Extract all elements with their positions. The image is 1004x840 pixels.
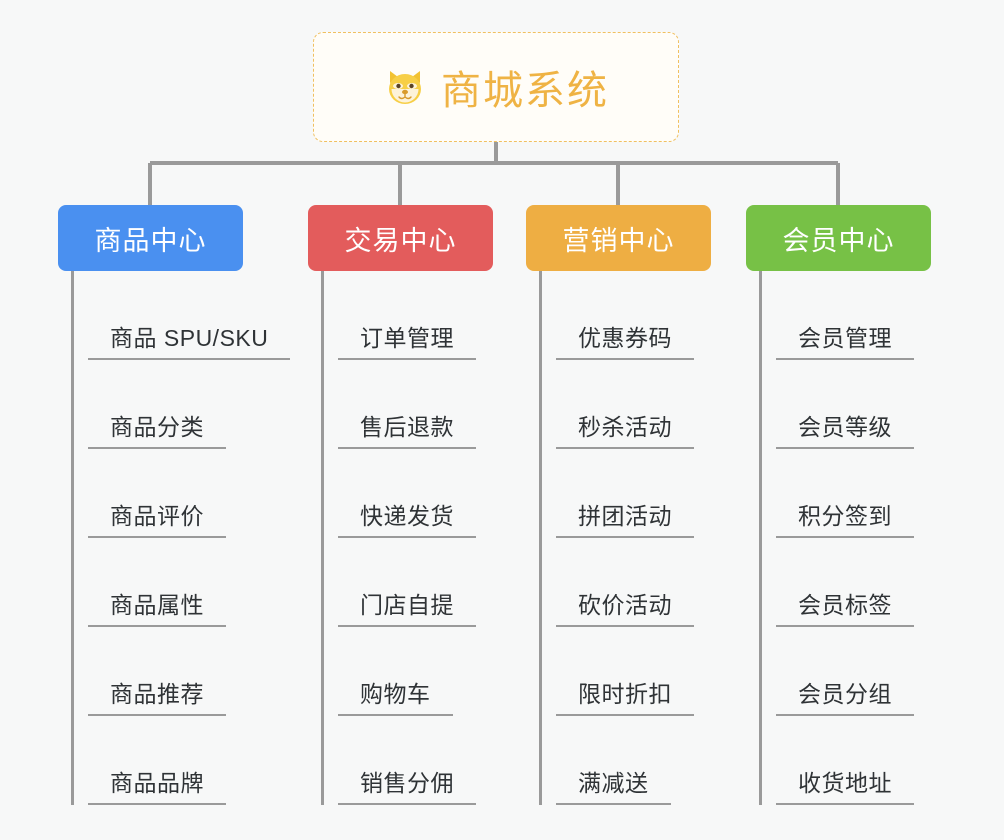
leaf-label: 会员标签 xyxy=(776,586,914,627)
leaf-label: 门店自提 xyxy=(338,586,476,627)
leaf-item[interactable]: 积分签到 xyxy=(776,449,966,538)
leaf-item[interactable]: 会员分组 xyxy=(776,627,966,716)
leaf-label: 快递发货 xyxy=(338,497,476,538)
leaf-item[interactable]: 会员管理 xyxy=(776,271,966,360)
shiba-dog-face-icon xyxy=(383,65,427,109)
leaf-item[interactable]: 限时折扣 xyxy=(556,627,746,716)
leaf-item[interactable]: 砍价活动 xyxy=(556,538,746,627)
leaf-label: 满减送 xyxy=(556,764,671,805)
leaf-label: 砍价活动 xyxy=(556,586,694,627)
root-title: 商城系统 xyxy=(441,69,609,113)
leaf-list-0: 商品 SPU/SKU 商品分类 商品评价 商品属性 商品推荐 商品品牌 xyxy=(71,271,308,805)
leaf-label: 商品评价 xyxy=(88,497,226,538)
category-header-2[interactable]: 营销中心 xyxy=(526,205,711,271)
category-column-1: 交易中心 订单管理 售后退款 快递发货 门店自提 购物车 销售分佣 xyxy=(308,205,528,805)
leaf-item[interactable]: 商品推荐 xyxy=(88,627,308,716)
leaf-label: 会员管理 xyxy=(776,319,914,360)
leaf-item[interactable]: 门店自提 xyxy=(338,538,528,627)
leaf-list-3: 会员管理 会员等级 积分签到 会员标签 会员分组 收货地址 xyxy=(759,271,966,805)
category-column-0: 商品中心 商品 SPU/SKU 商品分类 商品评价 商品属性 商品推荐 商品品牌 xyxy=(58,205,308,805)
leaf-item[interactable]: 商品属性 xyxy=(88,538,308,627)
leaf-item[interactable]: 拼团活动 xyxy=(556,449,746,538)
leaf-label: 订单管理 xyxy=(338,319,476,360)
category-header-3[interactable]: 会员中心 xyxy=(746,205,931,271)
leaf-item[interactable]: 销售分佣 xyxy=(338,716,528,805)
leaf-item[interactable]: 收货地址 xyxy=(776,716,966,805)
leaf-label: 积分签到 xyxy=(776,497,914,538)
leaf-item[interactable]: 购物车 xyxy=(338,627,528,716)
leaf-label: 秒杀活动 xyxy=(556,408,694,449)
leaf-label: 购物车 xyxy=(338,675,453,716)
leaf-list-1: 订单管理 售后退款 快递发货 门店自提 购物车 销售分佣 xyxy=(321,271,528,805)
leaf-label: 商品品牌 xyxy=(88,764,226,805)
leaf-label: 优惠券码 xyxy=(556,319,694,360)
leaf-item[interactable]: 商品品牌 xyxy=(88,716,308,805)
leaf-label: 商品分类 xyxy=(88,408,226,449)
leaf-label: 拼团活动 xyxy=(556,497,694,538)
category-column-2: 营销中心 优惠券码 秒杀活动 拼团活动 砍价活动 限时折扣 满减送 xyxy=(526,205,746,805)
leaf-label: 商品属性 xyxy=(88,586,226,627)
leaf-label: 会员等级 xyxy=(776,408,914,449)
leaf-label: 售后退款 xyxy=(338,408,476,449)
leaf-item[interactable]: 满减送 xyxy=(556,716,746,805)
leaf-label: 商品 SPU/SKU xyxy=(88,319,291,360)
leaf-label: 限时折扣 xyxy=(556,675,694,716)
leaf-item[interactable]: 秒杀活动 xyxy=(556,360,746,449)
category-header-0[interactable]: 商品中心 xyxy=(58,205,243,271)
leaf-item[interactable]: 优惠券码 xyxy=(556,271,746,360)
leaf-item[interactable]: 商品 SPU/SKU xyxy=(88,271,308,360)
leaf-item[interactable]: 商品分类 xyxy=(88,360,308,449)
leaf-item[interactable]: 售后退款 xyxy=(338,360,528,449)
leaf-label: 收货地址 xyxy=(776,764,914,805)
leaf-item[interactable]: 快递发货 xyxy=(338,449,528,538)
leaf-label: 销售分佣 xyxy=(338,764,476,805)
leaf-item[interactable]: 商品评价 xyxy=(88,449,308,538)
category-column-3: 会员中心 会员管理 会员等级 积分签到 会员标签 会员分组 收货地址 xyxy=(746,205,966,805)
leaf-label: 商品推荐 xyxy=(88,675,226,716)
leaf-list-2: 优惠券码 秒杀活动 拼团活动 砍价活动 限时折扣 满减送 xyxy=(539,271,746,805)
leaf-label: 会员分组 xyxy=(776,675,914,716)
leaf-item[interactable]: 订单管理 xyxy=(338,271,528,360)
category-header-1[interactable]: 交易中心 xyxy=(308,205,493,271)
leaf-item[interactable]: 会员等级 xyxy=(776,360,966,449)
root-node[interactable]: 商城系统 xyxy=(313,32,679,142)
leaf-item[interactable]: 会员标签 xyxy=(776,538,966,627)
